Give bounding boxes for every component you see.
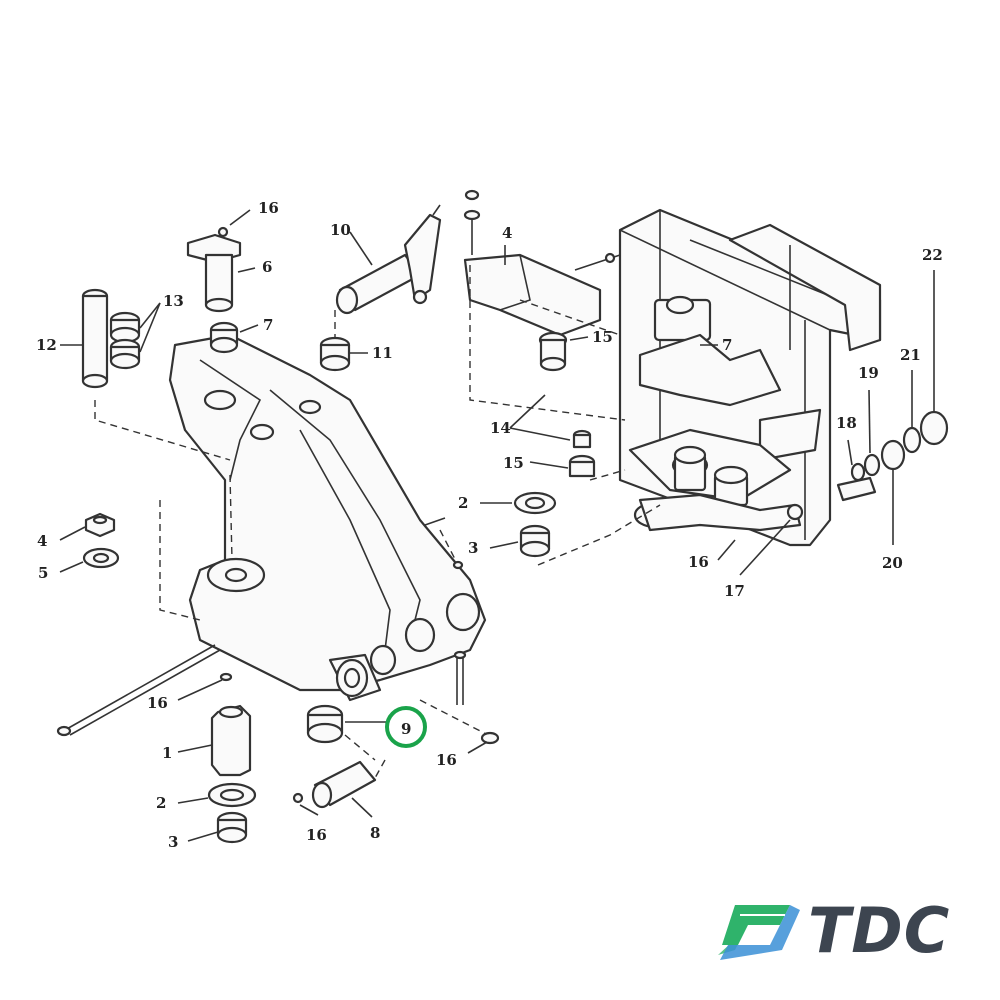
- callout-16: 16: [306, 826, 327, 844]
- callout-16: 16: [436, 751, 457, 769]
- callout-2: 2: [458, 494, 468, 512]
- callout-4: 4: [37, 532, 47, 550]
- tdc-logo: TDC: [718, 894, 950, 967]
- tdc-logo-text: TDC: [808, 894, 950, 967]
- callout-14: 14: [490, 419, 511, 437]
- callout-6: 6: [262, 258, 272, 276]
- callout-15: 15: [503, 454, 524, 472]
- bracket-assembly: [463, 189, 626, 421]
- callout-13: 13: [163, 292, 184, 310]
- callout-16: 16: [147, 694, 168, 712]
- lower-parts: [207, 672, 386, 844]
- callout-7: 7: [722, 336, 732, 354]
- callout-8: 8: [370, 824, 380, 842]
- tdc-logo-mark-icon: [718, 905, 800, 960]
- callout-1: 1: [162, 744, 172, 762]
- main-frame: [574, 208, 882, 547]
- callout-22: 22: [922, 246, 943, 264]
- callout-7: 7: [263, 316, 273, 334]
- highlight-circle: [385, 706, 427, 748]
- callout-4: 4: [502, 224, 512, 242]
- callout-18: 18: [836, 414, 857, 432]
- callout-5: 5: [38, 564, 48, 582]
- callout-10: 10: [330, 221, 351, 239]
- cylinder-assembly: [319, 204, 442, 372]
- callout-9: 9: [401, 720, 411, 738]
- callout-16: 16: [258, 199, 279, 217]
- callout-2: 2: [156, 794, 166, 812]
- swing-arm: [94, 333, 487, 702]
- callout-3: 3: [168, 833, 178, 851]
- callout-16: 16: [688, 553, 709, 571]
- callout-20: 20: [882, 554, 903, 572]
- leader-lines: [59, 209, 935, 842]
- callout-11: 11: [372, 344, 393, 362]
- callout-3: 3: [468, 539, 478, 557]
- right-seals: [850, 410, 949, 482]
- callout-21: 21: [900, 346, 921, 364]
- callout-12: 12: [36, 336, 57, 354]
- left-parts: [56, 226, 242, 737]
- center-parts: [419, 429, 661, 745]
- callout-15: 15: [592, 328, 613, 346]
- callout-numbers: 16 6 7 13 12 10 11 4 15 14 15 7 2 3 4 5 …: [36, 199, 943, 851]
- callout-17: 17: [724, 582, 745, 600]
- callout-19: 19: [858, 364, 879, 382]
